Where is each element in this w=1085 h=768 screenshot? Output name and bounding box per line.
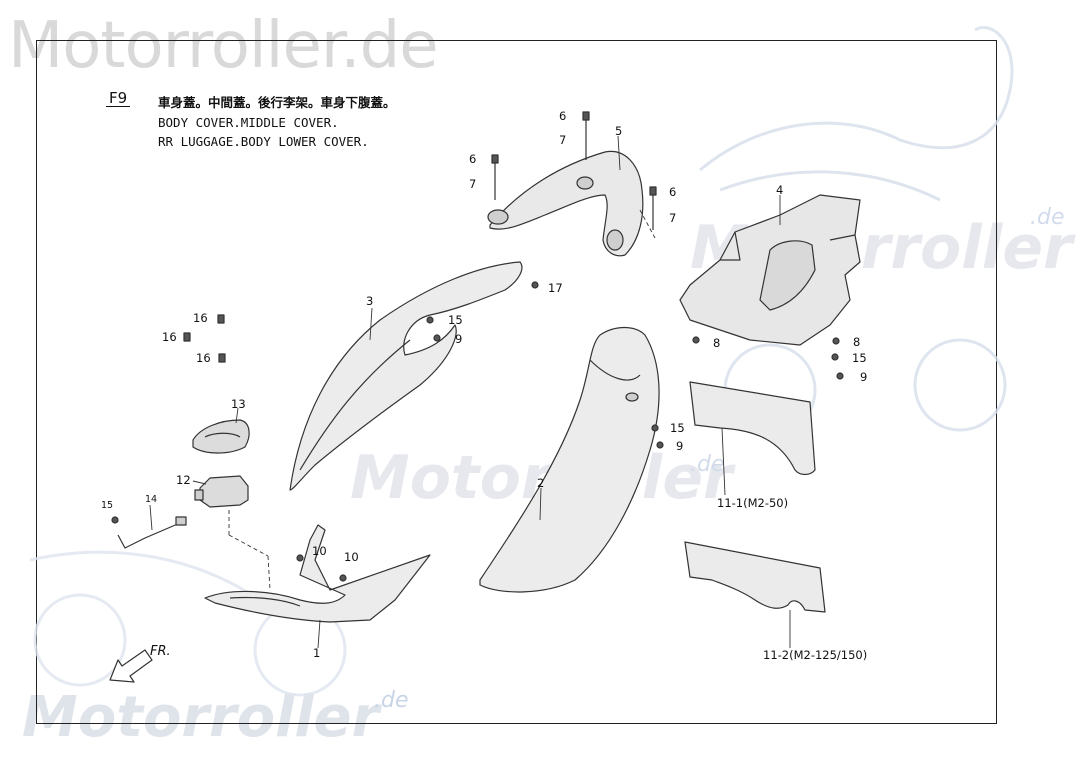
front-direction-arrow — [109, 649, 153, 683]
watermark-bottom-suffix: .de — [374, 688, 409, 713]
leader-lines — [149, 135, 791, 649]
watermark-middle-suffix: .de — [690, 452, 725, 477]
watermark-top: Motorroller.de — [8, 9, 439, 83]
part-label: 15 — [852, 351, 867, 365]
part-label: 7 — [669, 211, 677, 225]
part-label: 6 — [469, 152, 477, 166]
front-direction-label: FR. — [150, 644, 171, 659]
part-label: 7 — [559, 133, 567, 147]
part-label: 8 — [713, 336, 721, 350]
part-label: 15 — [101, 500, 114, 511]
part-label: 7 — [469, 177, 477, 191]
part-label: 17 — [548, 281, 563, 295]
scooter-watermark-left — [29, 550, 347, 697]
part-5-luggage-rack — [487, 150, 644, 257]
part-label: 9 — [676, 439, 684, 453]
part-label: 10 — [312, 544, 327, 558]
part-label: 9 — [860, 370, 868, 384]
part-label: 15 — [670, 421, 685, 435]
part-label: 16 — [162, 330, 177, 344]
part-label: 16 — [196, 351, 211, 365]
part-label: 2 — [537, 476, 545, 490]
part-label: 3 — [366, 294, 374, 308]
part-label: 5 — [615, 124, 623, 138]
part-3-body-cover-left — [289, 261, 523, 491]
watermark-bottom: Motorroller — [22, 685, 380, 750]
part-label: 14 — [145, 494, 158, 505]
diagram-frame — [36, 40, 997, 724]
part-11-1-panel — [689, 381, 816, 476]
part-label: 12 — [176, 473, 191, 487]
part-label: 8 — [853, 335, 861, 349]
figure-code: F9 — [106, 90, 131, 107]
part-label: 15 — [448, 313, 463, 327]
part-label: 11-1(M2-50) — [717, 496, 789, 510]
part-1-middle-cover — [204, 524, 431, 623]
part-label: 16 — [193, 311, 208, 325]
part-label: 1 — [313, 646, 321, 660]
header-title-en-2: RR LUGGAGE.BODY LOWER COVER. — [158, 134, 369, 149]
part-label: 11-2(M2-125/150) — [763, 648, 868, 662]
part-4-body-lower-cover — [679, 194, 861, 346]
part-label: 10 — [344, 550, 359, 564]
fasteners — [111, 111, 844, 582]
header-title-en-1: BODY COVER.MIDDLE COVER. — [158, 115, 339, 130]
header-title-chinese: 車身蓋。中間蓋。後行李架。車身下腹蓋。 — [158, 95, 396, 110]
watermark-right-suffix: .de — [1030, 205, 1065, 230]
part-14-cable — [117, 516, 187, 549]
part-13-cover — [192, 419, 250, 454]
part-11-2-panel — [684, 541, 826, 613]
part-12-box — [194, 475, 249, 508]
part-2-body-cover-right — [479, 326, 660, 593]
part-label: 9 — [455, 332, 463, 346]
part-label: 4 — [776, 183, 784, 197]
part-label: 6 — [669, 185, 677, 199]
part-label: 6 — [559, 109, 567, 123]
part-label: 13 — [231, 397, 246, 411]
